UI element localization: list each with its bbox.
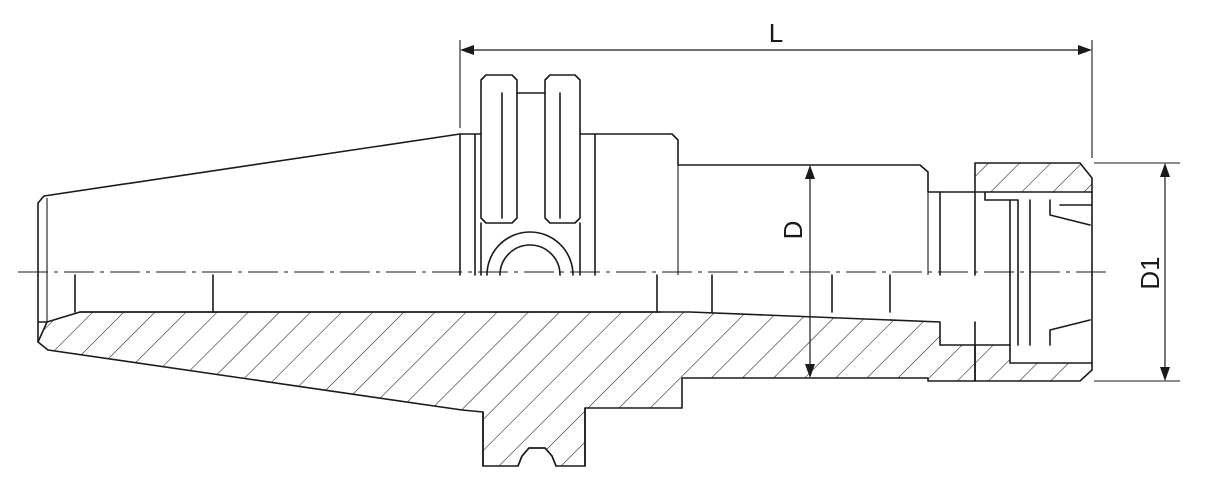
- drive-slot-arc: [486, 231, 574, 276]
- collet-nut-lower-hatch: [974, 344, 1093, 382]
- section-body: [37, 274, 976, 467]
- collet-nut-lower-lines: [974, 274, 1093, 364]
- collet-nut-upper: [974, 162, 1093, 193]
- collet-nut-lower: [974, 274, 1093, 382]
- arrow-right-icon: [1078, 45, 1092, 55]
- section-hatched-body: [37, 311, 976, 467]
- arrow-up-icon: [805, 165, 815, 179]
- shank-diameter-label: D: [778, 221, 808, 240]
- arrow-left-icon: [460, 45, 474, 55]
- exterior-view: [37, 74, 1093, 322]
- flange-grooves-upper: [480, 92, 581, 276]
- bore-outline: [37, 274, 661, 343]
- flange-groove-lower: [482, 407, 586, 467]
- length-label: L: [769, 18, 783, 48]
- taper-shank-upper: [37, 133, 461, 276]
- dimension-nut-diameter: D1: [1094, 162, 1180, 382]
- bore-steps: [212, 274, 891, 313]
- dimension-shank-diameter: D: [778, 165, 815, 378]
- arrow-up-d1-icon: [1160, 163, 1170, 177]
- body-neck-upper: [594, 133, 941, 276]
- collet-nut-body: [939, 191, 1093, 276]
- arrow-down-d1-icon: [1160, 367, 1170, 381]
- arrow-down-icon: [805, 364, 815, 378]
- dimension-length: L: [459, 18, 1093, 158]
- nut-diameter-label: D1: [1135, 256, 1165, 289]
